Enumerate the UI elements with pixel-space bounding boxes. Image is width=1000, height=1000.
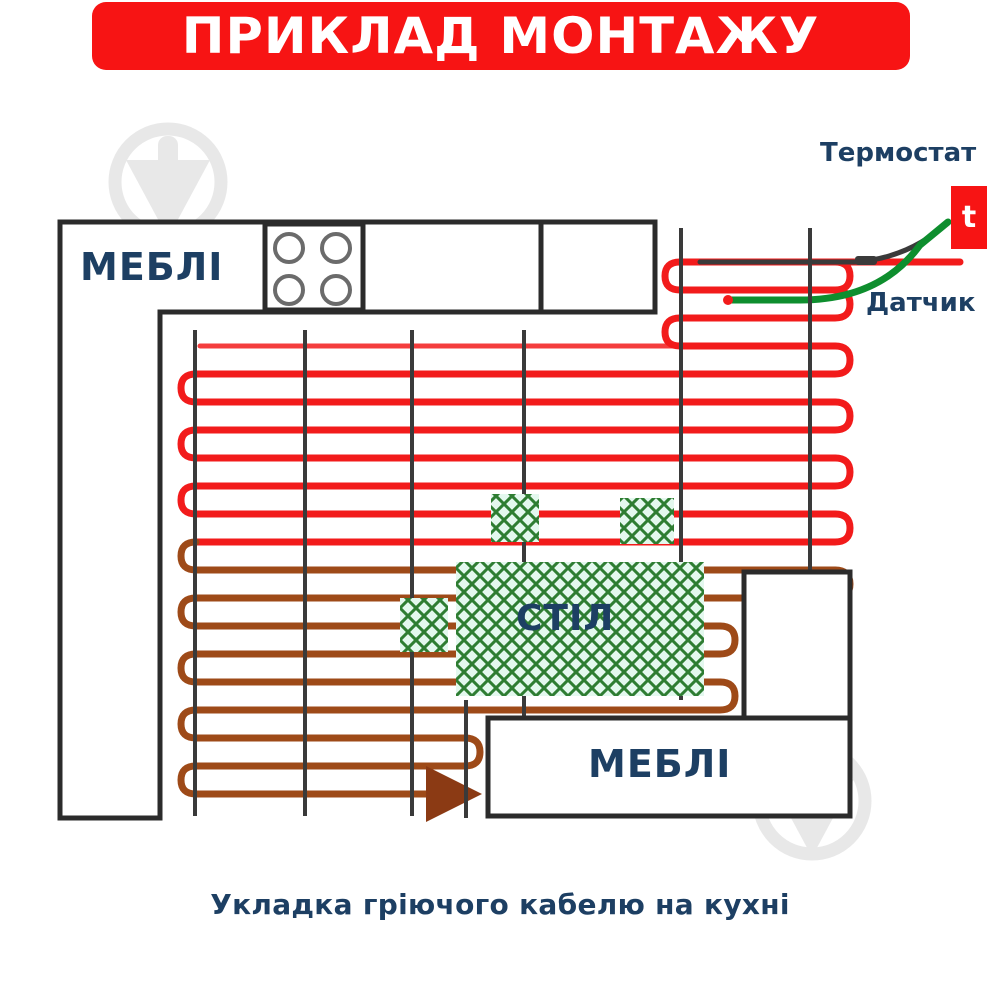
label-furniture-bottom: МЕБЛІ	[588, 742, 732, 786]
sensor-tip	[723, 295, 733, 305]
stove-burner	[320, 274, 352, 306]
stove-burner	[273, 274, 305, 306]
page-title: ПРИКЛАД МОНТАЖУ	[182, 7, 820, 65]
chair-leg-left	[400, 598, 448, 652]
stove-burner	[273, 232, 305, 264]
label-furniture-top: МЕБЛІ	[80, 245, 224, 289]
dining-table	[456, 562, 704, 696]
thermostat-icon-letter: t	[961, 199, 977, 235]
sink-unit	[538, 219, 658, 315]
stove	[262, 221, 366, 313]
lead-connector	[855, 256, 877, 265]
label-thermostat: Термостат	[820, 138, 977, 168]
stove-burner	[320, 232, 352, 264]
figure-caption: Укладка гріючого кабелю на кухні	[210, 888, 790, 921]
chair-leg-top-left	[491, 494, 539, 542]
thermostat-icon: t	[951, 186, 987, 249]
chair-leg-top-right	[620, 498, 674, 544]
label-table: СТІЛ	[516, 598, 615, 639]
label-sensor: Датчик	[866, 288, 976, 318]
furniture-bottom-right	[485, 715, 853, 819]
title-banner: ПРИКЛАД МОНТАЖУ	[92, 2, 910, 70]
heating-cable	[177, 258, 964, 822]
